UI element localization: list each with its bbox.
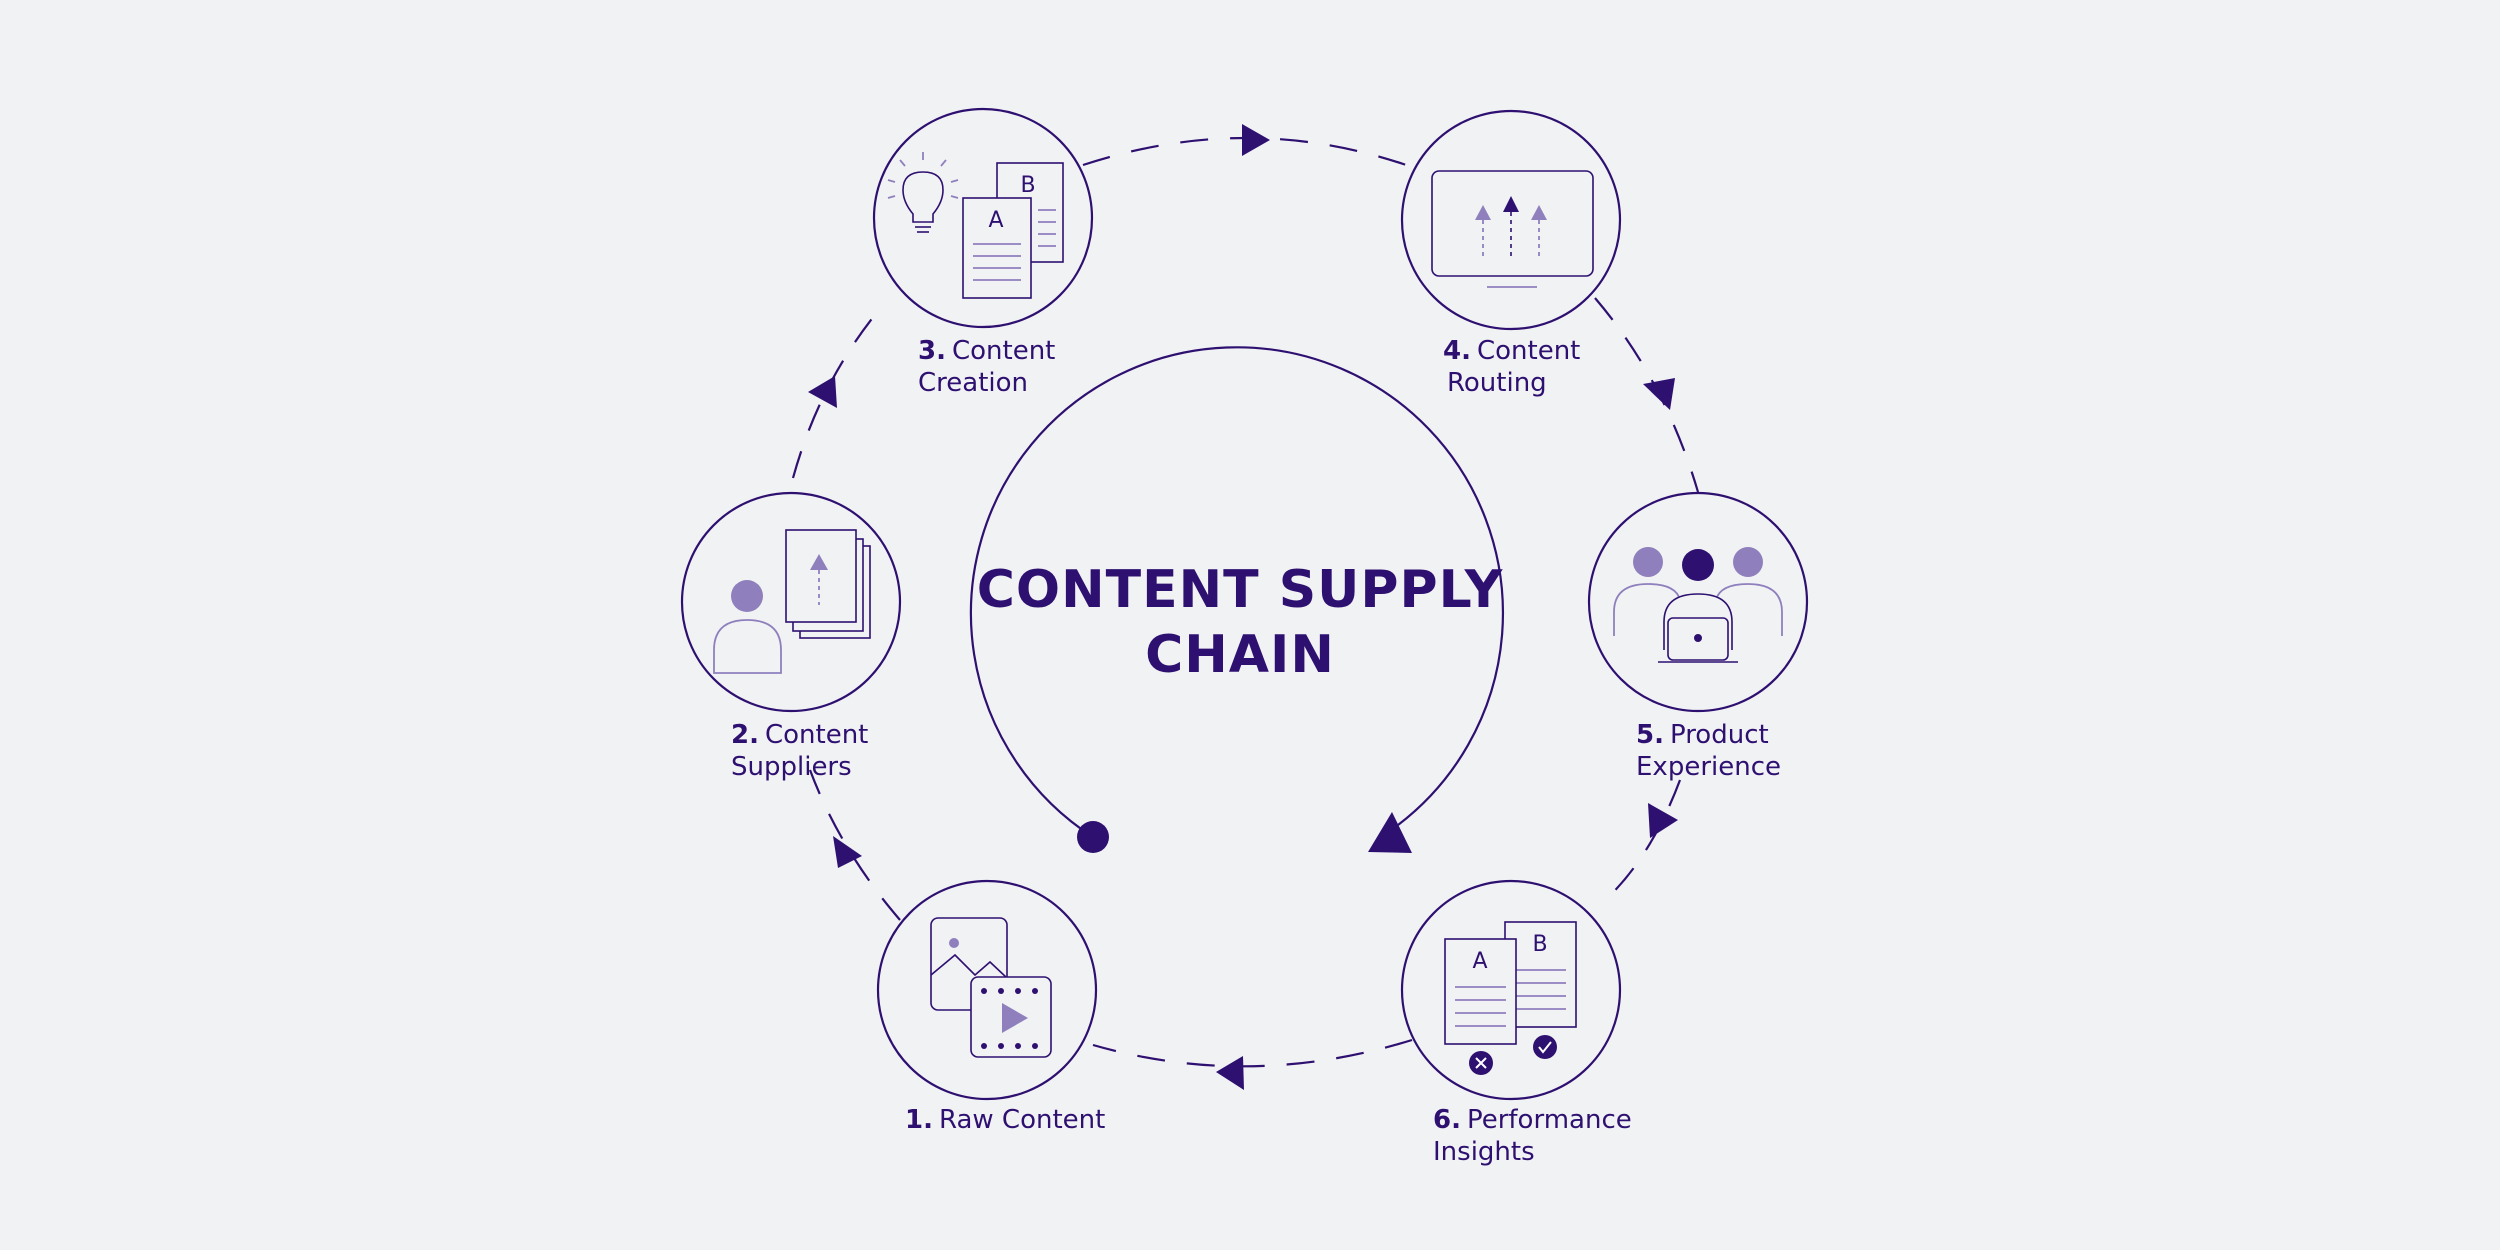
svg-text:B: B <box>1020 173 1035 198</box>
connector-4-to-5 <box>1594 297 1700 493</box>
step-4-circle <box>1400 109 1622 331</box>
image-video-icon <box>930 917 1052 1058</box>
arrowhead-5-to-6 <box>1648 803 1678 838</box>
ab-test-documents-icon: B A <box>1444 921 1577 1075</box>
arrowhead-6-to-1 <box>1216 1056 1244 1090</box>
step-4-label-line2: Routing <box>1447 368 1547 398</box>
center-title-line1: CONTENT SUPPLY <box>977 560 1504 620</box>
step-5-node: 5.Product Experience <box>1587 491 1809 782</box>
step-1-label: 1.Raw Content <box>905 1105 1105 1135</box>
step-4-label-line1: 4.Content <box>1443 336 1580 366</box>
users-laptop-icon <box>1613 547 1783 663</box>
central-cycle: CONTENT SUPPLY CHAIN <box>969 346 1505 853</box>
connector-1-to-2 <box>808 769 901 921</box>
step-6-label-line2: Insights <box>1433 1137 1535 1167</box>
step-5-label-line2: Experience <box>1636 752 1781 782</box>
cycle-start-dot <box>1077 821 1109 853</box>
central-cycle-arc <box>969 346 1505 838</box>
step-3-label-line1: 3.Content <box>918 336 1055 366</box>
svg-text:A: A <box>1472 949 1487 974</box>
step-2-circle <box>680 491 902 713</box>
step-2-label-line2: Suppliers <box>731 752 852 782</box>
step-2-label-line1: 2.Content <box>731 720 868 750</box>
step-3-circle <box>872 107 1094 329</box>
arrowhead-2-to-3 <box>808 376 837 408</box>
cycle-end-arrowhead <box>1368 812 1412 853</box>
arrowhead-1-to-2 <box>833 836 862 868</box>
step-4-node: 4.Content Routing <box>1400 109 1622 398</box>
svg-text:A: A <box>988 208 1003 233</box>
step-2-node: 2.Content Suppliers <box>680 491 902 782</box>
step-3-label-line2: Creation <box>918 368 1028 398</box>
person-upload-documents-icon <box>713 529 871 674</box>
step-5-label-line1: 5.Product <box>1636 720 1769 750</box>
connector-6-to-1 <box>1092 1038 1413 1068</box>
step-6-label-line1: 6.Performance <box>1433 1105 1632 1135</box>
svg-text:B: B <box>1532 932 1547 957</box>
connector-5-to-6 <box>1601 779 1682 904</box>
outer-cycle-connectors <box>791 124 1700 1090</box>
step-1-node: 1.Raw Content <box>876 879 1105 1135</box>
step-1-circle <box>876 879 1098 1101</box>
connector-2-to-3 <box>791 304 884 479</box>
step-6-node: B A 6.Performance Insights <box>1400 879 1632 1167</box>
step-5-circle <box>1587 491 1809 713</box>
arrowhead-3-to-4 <box>1242 124 1270 156</box>
monitor-arrows-icon <box>1431 170 1594 288</box>
step-6-circle <box>1400 879 1622 1101</box>
center-title-line2: CHAIN <box>1145 625 1335 685</box>
lightbulb-documents-icon: B A <box>887 152 1064 299</box>
arrowhead-4-to-5 <box>1643 378 1675 410</box>
step-3-node: B A 3.Content Creation <box>872 107 1094 398</box>
